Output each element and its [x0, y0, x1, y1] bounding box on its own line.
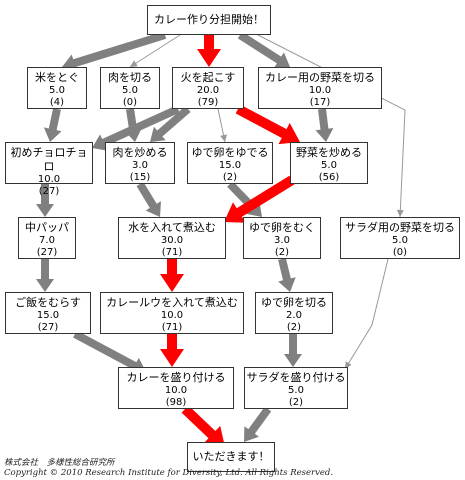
node-value: 15.0	[36, 310, 60, 321]
node-roux: カレールウを入れて煮込む 10.0 (71)	[100, 292, 244, 334]
node-count: (0)	[122, 97, 138, 108]
node-meat-cut: 肉を切る 5.0 (0)	[100, 67, 160, 109]
node-count: (56)	[318, 172, 340, 183]
arrow-curry-serve-to-end	[181, 405, 225, 447]
node-label: 火を起こす	[180, 71, 236, 84]
node-value: 7.0	[39, 235, 55, 246]
footer-copyright: Copyright © 2010 Research Institute for …	[4, 468, 334, 478]
node-rice-steam: ご飯をむらす 15.0 (27)	[5, 292, 91, 334]
node-meat-fry: 肉を炒める 3.0 (15)	[105, 142, 175, 184]
node-value: 10.0	[37, 174, 61, 185]
arrow-salad-serve-to-end	[244, 406, 272, 442]
node-value: 10.0	[160, 310, 184, 321]
node-salad-veg-cut: サラダ用の野菜を切る 5.0 (0)	[340, 217, 460, 259]
node-label: 肉を切る	[108, 71, 152, 84]
node-middle: 中パッパ 7.0 (27)	[18, 217, 76, 259]
node-curry-serve: カレーを盛り付ける 10.0 (98)	[118, 367, 234, 409]
node-count: (71)	[161, 322, 183, 333]
node-value: 30.0	[160, 235, 184, 246]
node-egg-boil: ゆで卵をゆでる 15.0 (2)	[187, 142, 273, 184]
arrow-meat-fry-to-simmer	[136, 181, 161, 217]
arrow-start-to-fire	[197, 35, 221, 67]
node-count: (71)	[161, 247, 183, 258]
node-count: (4)	[49, 97, 65, 108]
node-label: サラダを盛り付ける	[246, 371, 346, 384]
arrow-start-to-salad-veg-cut	[257, 34, 406, 218]
node-value: 20.0	[196, 85, 220, 96]
node-value: 3.0	[132, 160, 148, 171]
node-label: カレールウを入れて煮込む	[106, 296, 238, 309]
node-value: 5.0	[321, 160, 337, 171]
node-label: サラダ用の野菜を切る	[345, 221, 455, 234]
arrow-simmer-to-roux	[160, 259, 184, 292]
arrow-fire-to-first-cook	[92, 105, 180, 151]
arrow-egg-peel-to-egg-cut	[278, 258, 296, 292]
node-label: ゆで卵をゆでる	[191, 146, 269, 159]
node-first-cook: 初めチョロチョロ 10.0 (27)	[5, 142, 93, 197]
arrow-middle-to-rice-steam	[36, 259, 54, 292]
arrow-rice-steam-to-curry-serve	[73, 330, 146, 374]
node-count: (98)	[165, 397, 187, 408]
node-value: 5.0	[49, 85, 65, 96]
node-value: 5.0	[288, 385, 304, 396]
node-value: 3.0	[274, 235, 290, 246]
arrow-start-to-curry-veg-cut	[237, 31, 290, 68]
arrow-fire-to-egg-boil	[217, 108, 227, 143]
node-label: 肉を炒める	[112, 146, 168, 159]
arrow-veg-fry-to-simmer	[224, 175, 295, 223]
node-end-label: いただきます！	[192, 450, 270, 463]
node-label: ゆで卵を切る	[261, 296, 327, 309]
arrow-rice-wash-to-first-cook	[43, 108, 62, 142]
node-label: カレー用の野菜を切る	[265, 71, 375, 84]
node-count: (27)	[37, 322, 59, 333]
node-value: 2.0	[286, 310, 302, 321]
node-curry-veg-cut: カレー用の野菜を切る 10.0 (17)	[258, 67, 382, 109]
node-egg-cut: ゆで卵を切る 2.0 (2)	[255, 292, 333, 334]
node-count: (79)	[197, 97, 219, 108]
node-label: 中パッパ	[25, 221, 69, 234]
node-label: 水を入れて煮込む	[128, 221, 216, 234]
node-count: (15)	[129, 172, 151, 183]
node-label: 初めチョロチョロ	[10, 146, 88, 173]
node-count: (0)	[392, 247, 408, 258]
node-fire: 火を起こす 20.0 (79)	[172, 67, 244, 109]
node-rice-wash: 米をとぐ 5.0 (4)	[27, 67, 87, 109]
footer-company: 株式会社 多様性総合研究所	[4, 458, 115, 468]
arrow-fire-to-veg-fry	[235, 104, 300, 145]
node-value: 10.0	[164, 385, 188, 396]
node-count: (2)	[286, 322, 302, 333]
node-label: ゆで卵をむく	[249, 221, 315, 234]
arrow-first-cook-to-middle	[36, 184, 54, 217]
node-end: いただきます！	[187, 442, 275, 472]
node-value: 5.0	[122, 85, 138, 96]
node-count: (2)	[288, 397, 304, 408]
arrow-fire-to-meat-fry	[150, 106, 191, 142]
flow-edges	[36, 31, 406, 447]
node-count: (2)	[274, 247, 290, 258]
node-value: 15.0	[218, 160, 242, 171]
node-count: (17)	[309, 97, 331, 108]
arrow-start-to-meat-cut	[129, 34, 181, 68]
arrow-salad-veg-cut-to-salad-serve	[344, 258, 389, 370]
node-label: 米をとぐ	[35, 71, 79, 84]
node-value: 5.0	[392, 235, 408, 246]
node-label: カレーを盛り付ける	[126, 371, 226, 384]
arrow-start-to-rice-wash	[62, 31, 167, 72]
arrow-egg-cut-to-salad-serve	[284, 334, 302, 367]
node-start: カレー作り分担開始！	[147, 5, 271, 35]
node-veg-fry: 野菜を炒める 5.0 (56)	[290, 142, 368, 184]
node-value: 10.0	[308, 85, 332, 96]
node-label: 野菜を炒める	[296, 146, 362, 159]
node-label: ご飯をむらす	[15, 296, 81, 309]
node-start-label: カレー作り分担開始！	[154, 13, 264, 26]
arrow-roux-to-curry-serve	[160, 334, 184, 367]
node-count: (27)	[38, 186, 60, 197]
node-simmer: 水を入れて煮込む 30.0 (71)	[118, 217, 226, 259]
node-count: (27)	[36, 247, 58, 258]
arrow-curry-veg-cut-to-veg-fry	[315, 108, 334, 142]
node-count: (2)	[222, 172, 238, 183]
node-egg-peel: ゆで卵をむく 3.0 (2)	[243, 217, 321, 259]
node-salad-serve: サラダを盛り付ける 5.0 (2)	[244, 367, 348, 409]
